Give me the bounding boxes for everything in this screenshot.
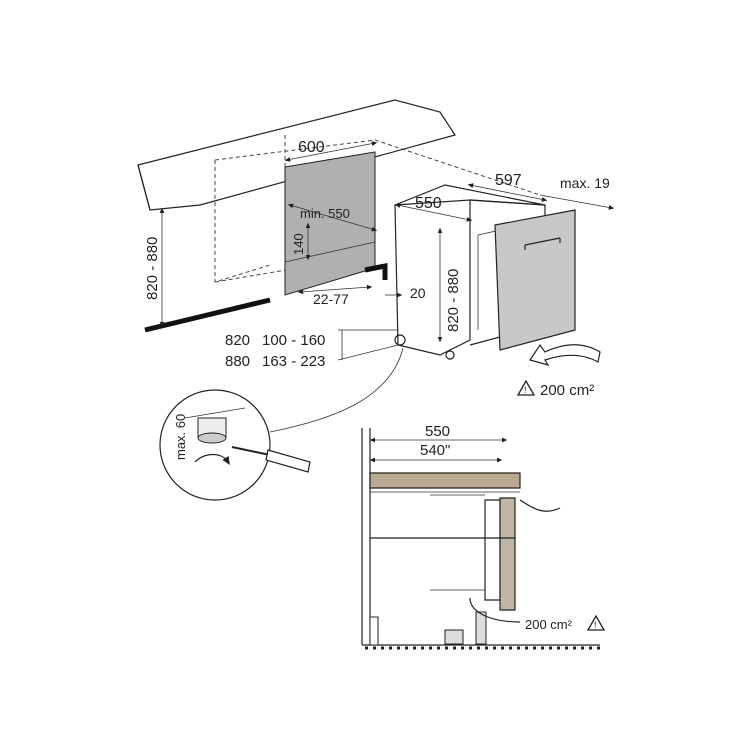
- section-detail: 550 540": [361, 423, 600, 650]
- label-vent-bottom: 200 cm²: [525, 617, 573, 632]
- row1-range: 100 - 160: [262, 332, 325, 349]
- label-min-550: min. 550: [300, 206, 350, 221]
- label-gap-20: 20: [410, 285, 426, 301]
- label-height-820-880-right: 820 - 880: [445, 269, 462, 332]
- label-max-19: max. 19: [560, 175, 610, 191]
- label-max-60: max. 60: [173, 414, 188, 460]
- label-width-600: 600: [298, 139, 325, 156]
- dim-600: 600: [284, 139, 378, 162]
- dim-22-77: 22-77: [297, 284, 373, 307]
- dim-min-550: min. 550: [287, 203, 378, 232]
- appliance-door: [494, 209, 576, 351]
- plinth-left: [144, 297, 271, 333]
- dim-820-880-right: 820 - 880: [437, 227, 462, 343]
- foot-adjust-detail: max. 60: [159, 389, 311, 501]
- countertop-outline: [137, 99, 456, 211]
- label-depth-550: 550: [415, 195, 442, 212]
- rotate-arrow-icon: [194, 453, 230, 466]
- dim-20: 20: [385, 285, 426, 301]
- dim-550: 550: [394, 195, 473, 222]
- svg-text:!: !: [524, 385, 527, 395]
- cabinet-dashed-outline: [214, 135, 541, 283]
- label-detail-550: 550: [425, 423, 450, 440]
- label-range-22-77: 22-77: [313, 291, 349, 307]
- svg-text:!: !: [594, 620, 597, 630]
- dim-max-19: max. 19: [539, 175, 615, 210]
- dim-820-880-left: 820 - 880: [144, 207, 165, 328]
- plinth-notch: [364, 262, 388, 280]
- detail-leader: [269, 347, 404, 433]
- airflow-arrow-icon: [529, 343, 601, 366]
- adjustment-table: 820 100 - 160 880 163 - 223: [225, 329, 399, 370]
- row1-height: 820: [225, 332, 250, 349]
- label-height-140: 140: [291, 233, 306, 255]
- screwdriver-icon: [231, 446, 311, 473]
- label-vent-top: 200 cm²: [540, 382, 594, 399]
- row2-height: 880: [225, 353, 250, 370]
- warning-triangle-icon: !: [586, 614, 606, 631]
- dim-140: 140: [291, 222, 311, 261]
- row2-range: 163 - 223: [262, 353, 325, 370]
- dim-597: 597: [467, 172, 548, 202]
- label-height-820-880-left: 820 - 880: [144, 237, 161, 300]
- label-depth-597: 597: [495, 172, 522, 189]
- warning-triangle-icon: !: [516, 379, 536, 396]
- label-detail-540: 540": [420, 442, 450, 459]
- niche-back-panel: [284, 151, 376, 296]
